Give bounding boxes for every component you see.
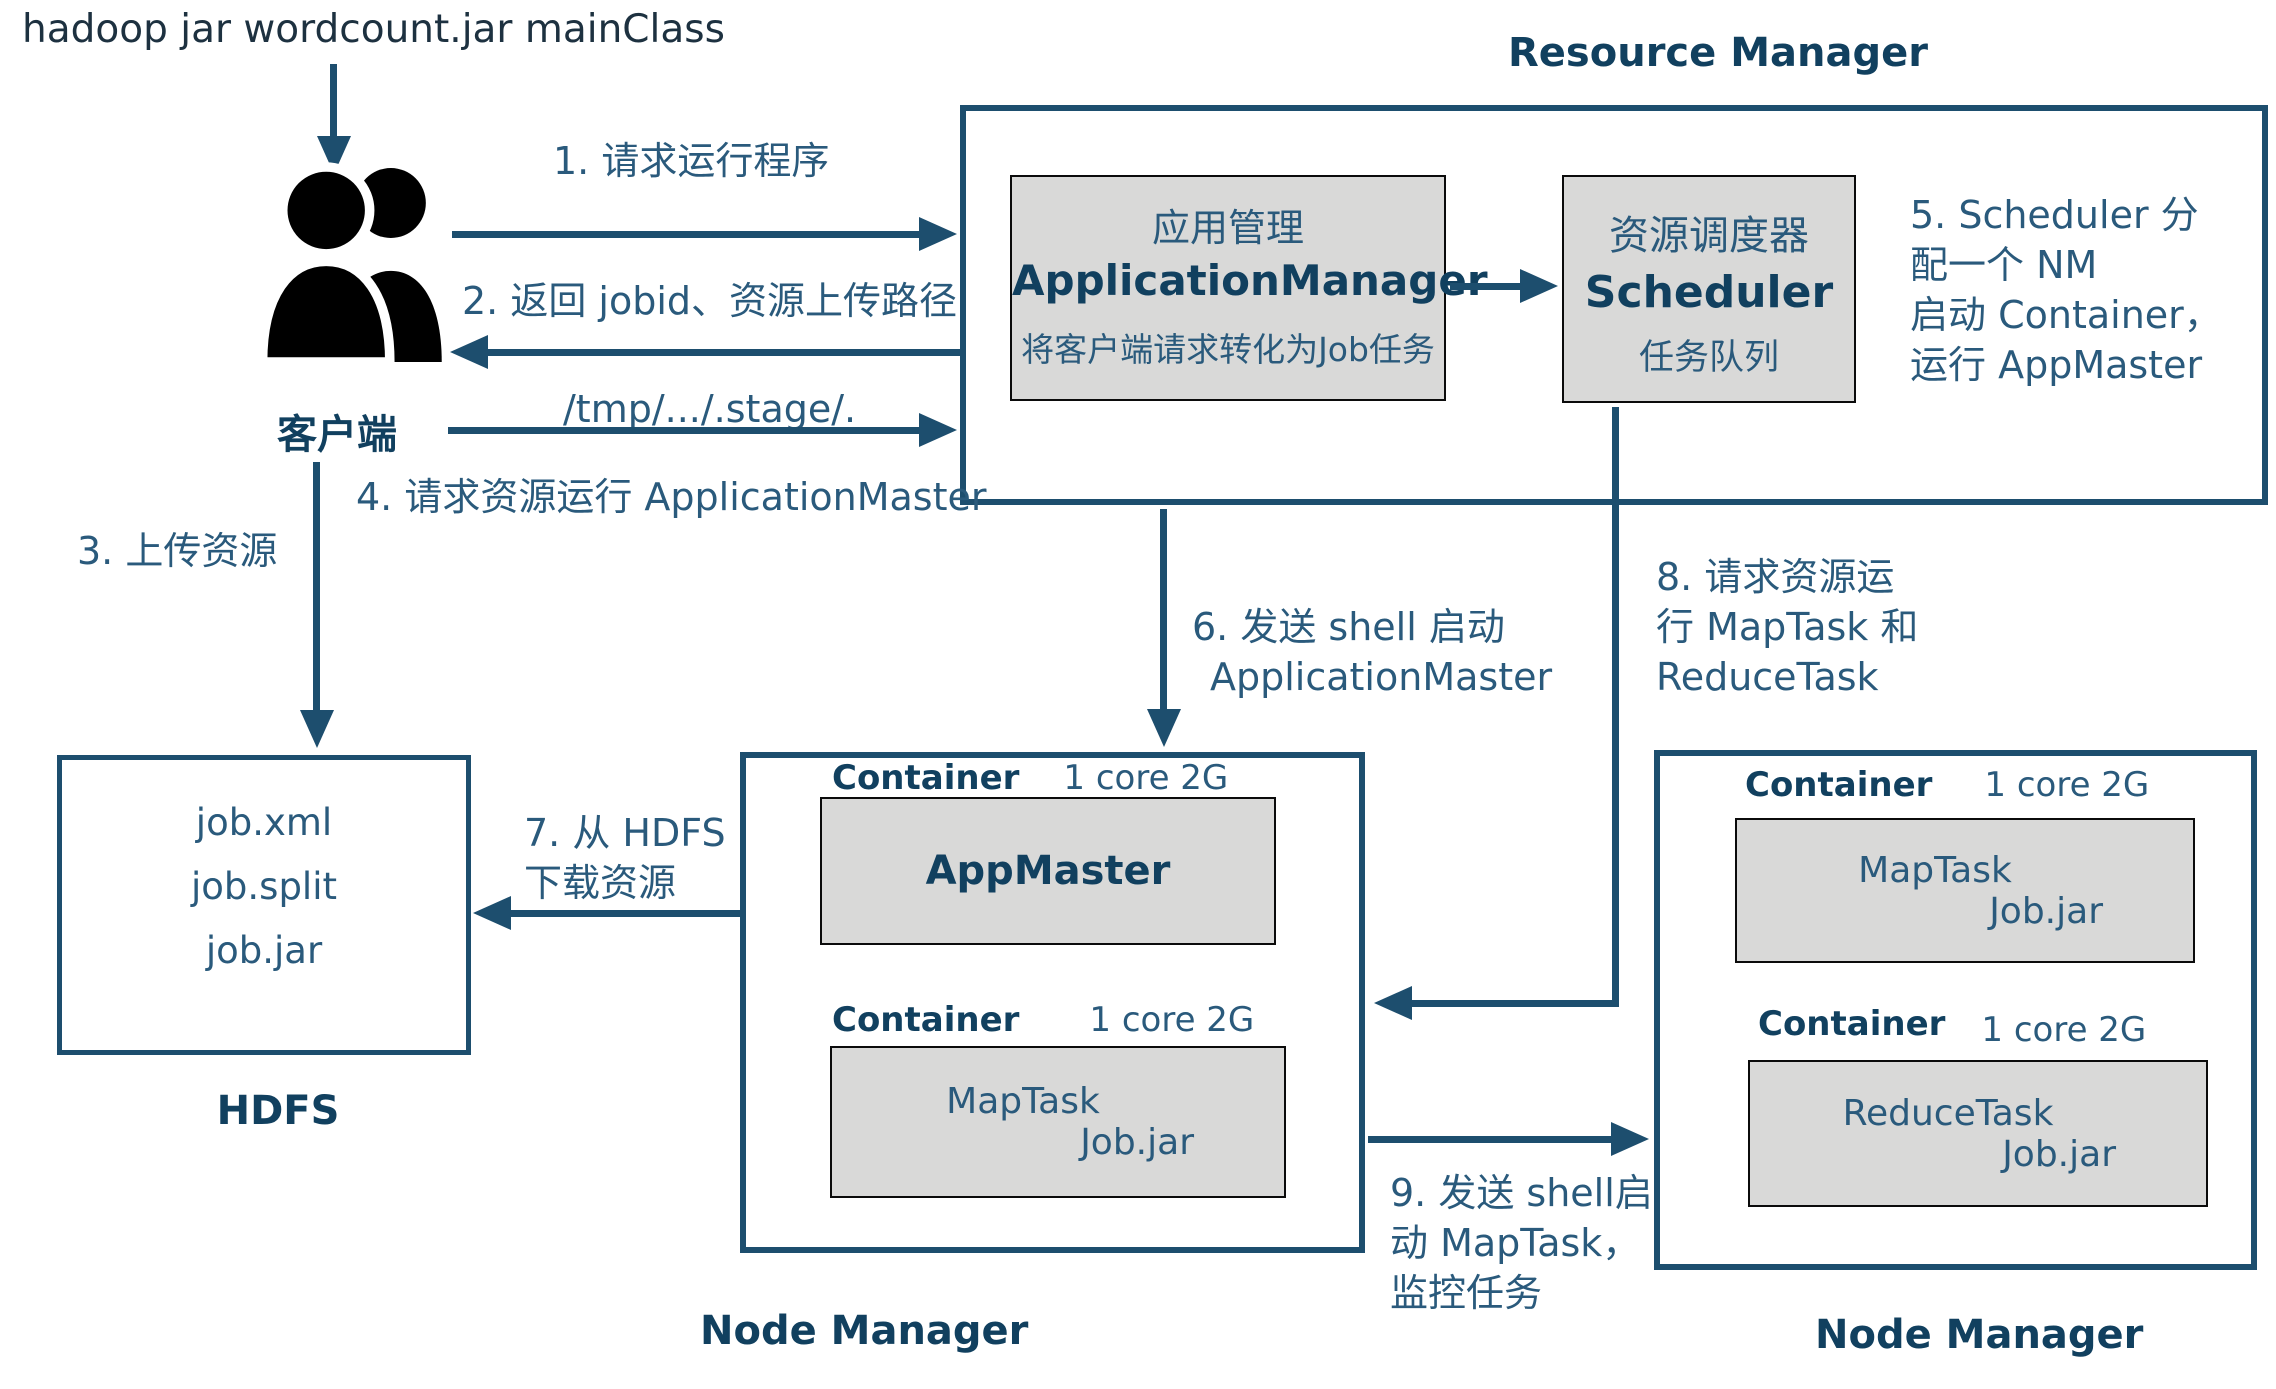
client-label: 客户端 [277, 412, 397, 458]
arrow-8-head [1374, 986, 1412, 1020]
arrow-4-head [919, 413, 957, 447]
nm-left-container2-spec: 1 core 2G [1089, 1000, 1255, 1040]
arrow-8-line1: 8. 请求资源运 [1656, 555, 1895, 599]
arrow-4-label: 4. 请求资源运行 ApplicationMaster [356, 475, 987, 519]
arrow-3-line [313, 462, 320, 712]
note-5-line1: 5. Scheduler 分 [1910, 193, 2199, 237]
nm-left-container1-label: Container [832, 758, 1020, 798]
arrow-8-vline [1612, 407, 1619, 1007]
note-5-scheduler: 5. Scheduler 分 配一个 NM 启动 Container， 运行 A… [1910, 190, 2222, 391]
arrow-2-path-label: /tmp/.../.stage/. [563, 387, 857, 431]
node-manager-left-title: Node Manager [700, 1308, 1029, 1354]
arrow-8-label: 8. 请求资源运 行 MapTask 和 ReduceTask [1656, 552, 1918, 702]
nm-left-container1-header: Container 1 core 2G [832, 758, 1228, 798]
appmaster-label: AppMaster [925, 848, 1171, 894]
hdfs-box: job.xml job.split job.jar [57, 755, 471, 1055]
arrow-6-line2: ApplicationMaster [1210, 655, 1553, 700]
reducetask-label: ReduceTask [1842, 1092, 2054, 1134]
hadoop-command-text: hadoop jar wordcount.jar mainClass [22, 7, 725, 52]
arrow-9-line3: 监控任务 [1390, 1271, 1543, 1316]
nm-left-maptask-box: MapTask Job.jar [830, 1046, 1286, 1198]
arrow-8-line2: 行 MapTask 和 [1656, 605, 1919, 650]
application-manager-desc: 将客户端请求转化为Job任务 [1021, 330, 1435, 369]
application-manager-cn: 应用管理 [1151, 206, 1304, 250]
arrow-2-head [450, 335, 488, 369]
arrow-9-line2: 动 MapTask， [1390, 1221, 1641, 1266]
arrow-7-head [473, 896, 511, 930]
nm-left-container2-header: Container 1 core 2G [832, 1000, 1254, 1040]
nm-left-maptask-label: MapTask [946, 1081, 1100, 1122]
note-5-line3: 启动 Container， [1910, 293, 2222, 338]
arrow-1-label: 1. 请求运行程序 [553, 139, 830, 183]
hdfs-file-job-split: job.split [191, 865, 337, 908]
reducetask-jar: Job.jar [2002, 1133, 2116, 1175]
application-manager-box: 应用管理 ApplicationManager 将客户端请求转化为Job任务 [1010, 175, 1488, 401]
nm-left-container1-spec: 1 core 2G [1063, 758, 1229, 798]
arrow-3-label: 3. 上传资源 [77, 529, 278, 573]
scheduler-box: 资源调度器 Scheduler 任务队列 [1562, 175, 1856, 403]
arrow-6-head [1147, 709, 1181, 747]
nm-right-maptask-jar: Job.jar [1989, 890, 2103, 932]
arrow-8-hline [1410, 1000, 1619, 1007]
arrow-6-label: 6. 发送 shell 启动 ApplicationMaster [1192, 602, 1552, 702]
scheduler-queue: 任务队列 [1638, 338, 1779, 378]
nm-right-container1-spec: 1 core 2G [1984, 765, 2150, 805]
arrow-9-label: 9. 发送 shell启 动 MapTask， 监控任务 [1390, 1168, 1653, 1318]
arrow-7-line1: 7. 从 HDFS [524, 811, 726, 855]
appmaster-box: AppMaster [820, 797, 1276, 945]
reducetask-box: ReduceTask Job.jar [1748, 1060, 2208, 1207]
scheduler-en: Scheduler [1584, 267, 1834, 318]
note-5-line4: 运行 AppMaster [1910, 343, 2203, 388]
arrow-3-head [300, 710, 334, 748]
note-5-line2: 配一个 NM [1910, 243, 2098, 288]
nm-left-jobjar-label: Job.jar [1080, 1122, 1194, 1163]
arrow-2-label: 2. 返回 jobid、资源上传路径 [462, 279, 958, 323]
arrow-7-label: 7. 从 HDFS 下载资源 [524, 808, 726, 908]
scheduler-cn: 资源调度器 [1609, 213, 1809, 259]
node-manager-right-title: Node Manager [1815, 1312, 2144, 1358]
nm-right-container2-header: Container 1 core 2G [1758, 1004, 2146, 1050]
application-manager-en: ApplicationManager [1012, 256, 1488, 305]
arrow-6-line [1160, 509, 1167, 711]
arrow-7-line2: 下载资源 [524, 861, 677, 906]
arrow-1-line [452, 231, 922, 238]
resource-manager-title: Resource Manager [1508, 30, 1928, 76]
arrow-command-to-client-line [330, 64, 337, 140]
nm-right-container1-label: Container [1745, 765, 1933, 805]
nm-right-maptask-label: MapTask [1858, 849, 2012, 891]
arrow-8-line3: ReduceTask [1656, 655, 1879, 700]
arrow-2-line [486, 349, 960, 356]
client-users-icon [252, 150, 464, 367]
hdfs-file-job-jar: job.jar [205, 929, 323, 972]
arrow-9-line [1368, 1136, 1614, 1143]
hdfs-title: HDFS [216, 1088, 340, 1134]
nm-right-maptask-box: MapTask Job.jar [1735, 818, 2195, 963]
arrow-7-line [509, 910, 742, 917]
arrow-am-to-scheduler-line [1450, 283, 1522, 290]
hdfs-file-job-xml: job.xml [195, 801, 333, 844]
nm-right-container2-spec: 1 core 2G [1981, 1010, 2147, 1050]
arrow-1-head [919, 217, 957, 251]
arrow-9-head [1611, 1122, 1649, 1156]
nm-left-container2-label: Container [832, 1000, 1020, 1040]
nm-right-container2-label: Container [1758, 1004, 1946, 1044]
arrow-9-line1: 9. 发送 shell启 [1390, 1171, 1653, 1215]
arrow-4-line [448, 427, 922, 434]
users-icon [257, 162, 442, 367]
arrow-6-line1: 6. 发送 shell 启动 [1192, 605, 1505, 649]
nm-right-container1-header: Container 1 core 2G [1745, 765, 2149, 805]
arrow-am-to-scheduler-head [1520, 269, 1558, 303]
